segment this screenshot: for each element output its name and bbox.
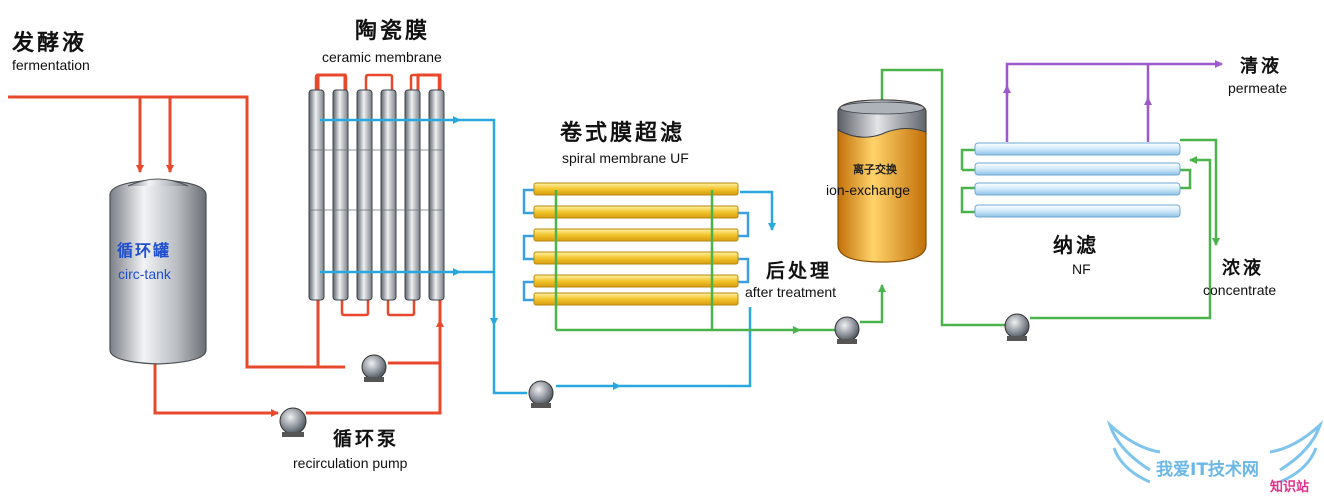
ceramic-membrane [308, 73, 445, 317]
blue-flow-lines [320, 116, 776, 395]
pump-icon [361, 354, 387, 382]
fermentation-label: fermentation [12, 57, 90, 73]
permeate-label-zh: 清液 [1240, 56, 1282, 77]
nf-feed-pump-icon [1004, 313, 1030, 341]
uf-feed-pump-icon [528, 380, 554, 408]
after-treatment-label-zh: 后处理 [766, 260, 833, 282]
watermark-site-text: 我爱IT技术网 [1156, 460, 1259, 480]
green-flow-lines [556, 68, 1220, 334]
circ-tank-label-zh: 循环罐 [117, 241, 172, 260]
ceramic-membrane-label-zh: 陶瓷膜 [355, 18, 431, 44]
nf-label: NF [1072, 261, 1091, 277]
recirculation-pump-icon [279, 407, 307, 437]
circ-tank-label: circ-tank [118, 266, 171, 282]
nf-membrane [974, 142, 1181, 218]
concentrate-label: concentrate [1203, 282, 1277, 298]
ion-exchange-pump-icon [834, 316, 860, 344]
nf-label-zh: 纳滤 [1053, 233, 1099, 257]
circ-tank [109, 178, 207, 365]
ceramic-membrane-label: ceramic membrane [322, 49, 442, 65]
watermark-wings-logo [1106, 420, 1324, 484]
concentrate-label-zh: 浓液 [1222, 258, 1264, 279]
watermark-brand-text: 知识站 [1270, 480, 1310, 495]
recirculation-pump-label-zh: 循环泵 [333, 428, 400, 450]
after-treatment-label: after treatment [745, 284, 837, 300]
ion-exchange-label: ion-exchange [826, 182, 911, 198]
spiral-membrane-label-zh: 卷式膜超滤 [560, 120, 686, 146]
spiral-membrane-label: spiral membrane UF [562, 150, 689, 166]
purple-flow-lines [1003, 60, 1223, 142]
recirculation-pump-label: recirculation pump [293, 455, 408, 471]
ion-exchange-label-zh: 离子交换 [853, 163, 897, 176]
spiral-membrane-uf [522, 182, 750, 330]
ion-exchange-column [837, 99, 927, 263]
fermentation-label-zh: 发酵液 [12, 30, 88, 56]
permeate-label: permeate [1228, 80, 1288, 96]
